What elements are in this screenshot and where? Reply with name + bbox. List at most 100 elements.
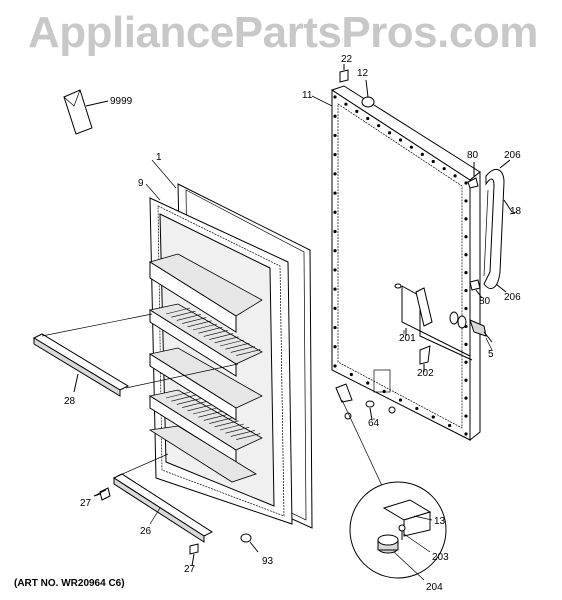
screw-93 (240, 533, 259, 553)
screw-hole (464, 342, 468, 346)
callout-22: 22 (341, 54, 353, 65)
shelf-wire (165, 307, 191, 315)
callout-1: 1 (156, 152, 162, 163)
screw-hole (333, 287, 337, 291)
literature-envelope (63, 89, 109, 135)
screw-hole (398, 398, 403, 402)
callout-201: 201 (399, 333, 416, 344)
screw-hole (333, 306, 337, 310)
shelf-wire (230, 346, 255, 353)
screw-hole (464, 432, 468, 436)
screw-hole (366, 381, 370, 385)
shelf-wire (219, 339, 245, 347)
shelf-wire (203, 330, 228, 337)
shelf-wire (198, 410, 223, 418)
shelf-wire (214, 420, 239, 428)
shelf-bar-28 (32, 333, 130, 397)
screw-hole (333, 325, 337, 330)
screw-hole (464, 306, 468, 311)
shelf-wire (176, 314, 201, 321)
shelf-wire (192, 407, 218, 415)
screw-hole (333, 172, 337, 176)
top-hinge-pin (339, 64, 349, 83)
screw-27-bottom (189, 543, 199, 567)
screw-hole (464, 181, 468, 185)
shelf-wire (209, 333, 234, 340)
shelf-wire (236, 433, 261, 440)
door-handle (467, 159, 513, 299)
screw-hole (464, 235, 468, 239)
art-number: (ART NO. WR20964 C6) (14, 578, 125, 589)
screw-hole (355, 109, 359, 113)
callout-202: 202 (417, 368, 434, 379)
shelf-wire (225, 342, 250, 350)
screw-hole (382, 389, 386, 394)
screw-hole (409, 145, 414, 149)
shelf-wire (192, 323, 218, 331)
callout-206-top: 206 (504, 150, 521, 161)
callout-9: 9 (138, 178, 144, 189)
callout-93: 93 (262, 556, 274, 567)
shelf-wire (198, 326, 223, 334)
screw-hole (333, 268, 337, 272)
screw-hole (349, 372, 353, 377)
shelf-wire (236, 349, 261, 356)
screw-hole (333, 133, 337, 138)
shelf-wire (187, 404, 212, 412)
screw-hole (387, 131, 392, 135)
shelf-wire (203, 414, 228, 421)
callout-28: 28 (64, 396, 76, 407)
callout-80-top: 80 (467, 150, 479, 161)
screw-hole (448, 423, 452, 428)
detail-circle (349, 481, 447, 579)
screw-hole (333, 95, 337, 99)
screw-hole (464, 396, 468, 400)
screw-hole (415, 406, 419, 411)
shelf-wire (187, 320, 212, 328)
shelf-wire (225, 426, 250, 434)
screw-hole (420, 152, 424, 156)
callout-5: 5 (488, 349, 494, 360)
screw-hole (366, 116, 370, 121)
shelf-wire (182, 317, 207, 324)
outer-door-panel (330, 85, 481, 442)
screw-27-top (93, 487, 111, 501)
watermark: AppliancePartsPros.com (28, 8, 538, 57)
screw-hole (464, 414, 468, 418)
leader-lines (93, 95, 517, 581)
callout-80-bottom: 80 (479, 296, 491, 307)
callout-18: 18 (510, 206, 522, 217)
bottom-hinge-parts (335, 383, 396, 491)
callout-204: 204 (426, 582, 443, 593)
callout-11: 11 (302, 90, 313, 101)
screw-hole (464, 199, 468, 203)
shelf-wire (230, 430, 255, 437)
screw-hole (464, 217, 468, 221)
shelf-wire (171, 394, 196, 402)
screw-hole (453, 174, 457, 178)
shelf-wire (176, 398, 201, 405)
callout-13: 13 (434, 516, 446, 527)
screw-hole (464, 253, 468, 257)
callout-12: 12 (357, 68, 369, 79)
screw-hole (464, 360, 468, 364)
shelf-wire (209, 417, 234, 424)
screw-hole (333, 114, 337, 118)
shelf-wire (171, 310, 196, 318)
screw-hole (333, 249, 337, 253)
screw-hole (464, 288, 468, 293)
callout-64: 64 (368, 418, 380, 429)
door-shelves (148, 253, 263, 483)
screw-hole (333, 210, 337, 214)
screw-hole (344, 102, 348, 106)
callout-27-bottom: 27 (184, 564, 196, 575)
screw-hole (398, 138, 403, 142)
screw-hole (333, 153, 337, 157)
shelf-wire (182, 401, 207, 408)
shelf-wire (165, 391, 191, 399)
shelf-wire (219, 423, 245, 431)
screw-hole (431, 415, 435, 419)
callout-9999: 9999 (110, 96, 133, 107)
